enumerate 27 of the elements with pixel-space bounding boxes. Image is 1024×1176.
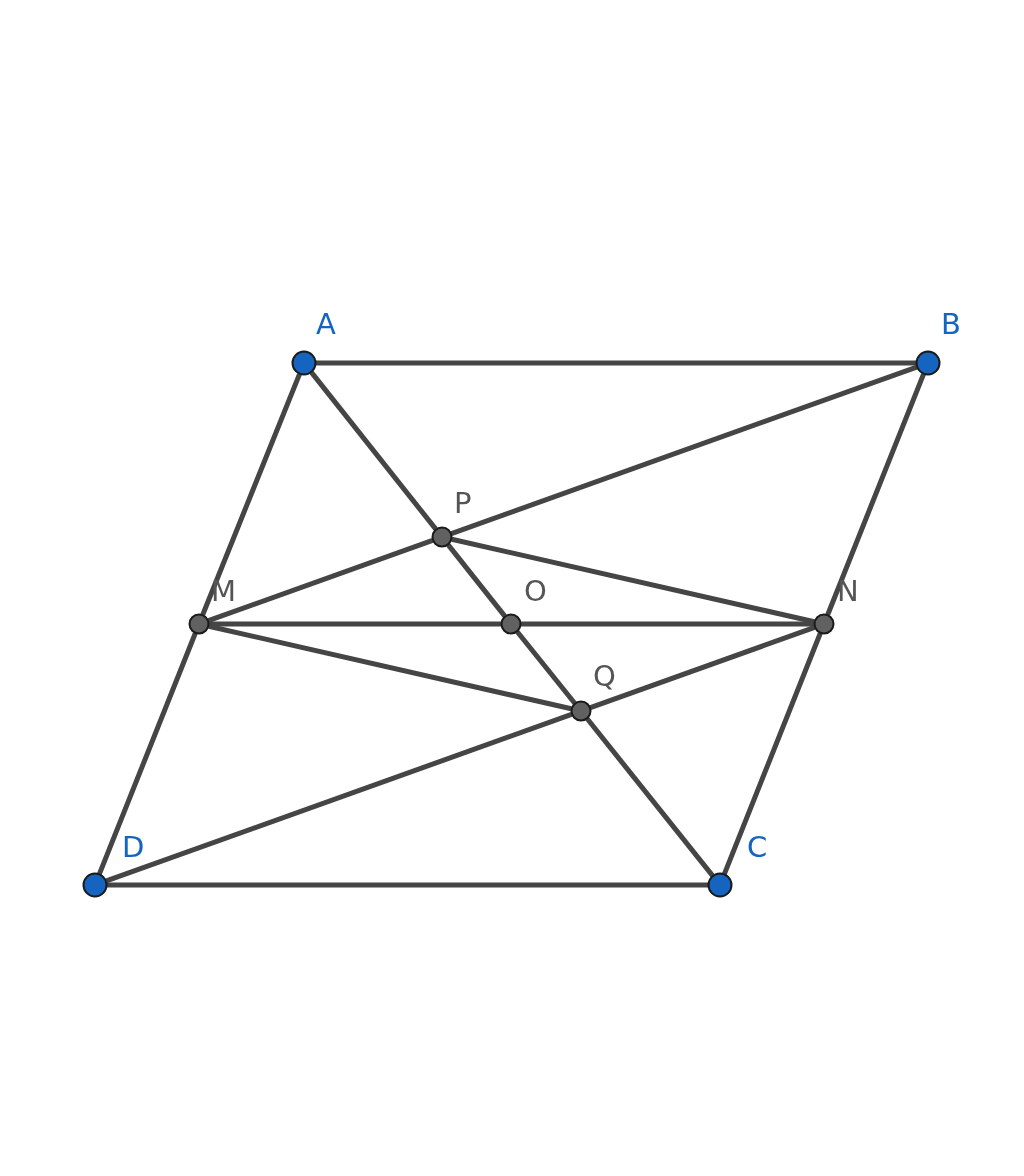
line-segment — [316, 360, 916, 366]
line-segment — [309, 370, 438, 531]
point-label: O — [524, 577, 547, 606]
point-label: P — [454, 489, 472, 518]
point-label: D — [122, 833, 145, 862]
line-segment — [208, 623, 572, 712]
line-segment — [209, 621, 501, 627]
line-segment — [521, 621, 814, 627]
point-label: A — [316, 310, 336, 339]
line-segment — [825, 373, 926, 616]
line-segment — [97, 632, 198, 875]
point-label: N — [837, 577, 859, 606]
line-segment — [722, 632, 823, 875]
line-segment — [446, 543, 507, 618]
line-segment — [105, 712, 573, 884]
line-segment — [589, 625, 816, 710]
point-label: B — [941, 310, 961, 339]
line-segment — [200, 373, 302, 616]
point-label: C — [747, 833, 768, 862]
point-label: M — [211, 577, 237, 606]
line-segment — [451, 536, 815, 625]
line-segment — [207, 538, 434, 623]
line-segment — [450, 364, 918, 536]
line-segment — [515, 630, 577, 705]
line-segment — [585, 717, 715, 878]
point-label: Q — [593, 662, 616, 691]
line-segment — [107, 882, 708, 888]
